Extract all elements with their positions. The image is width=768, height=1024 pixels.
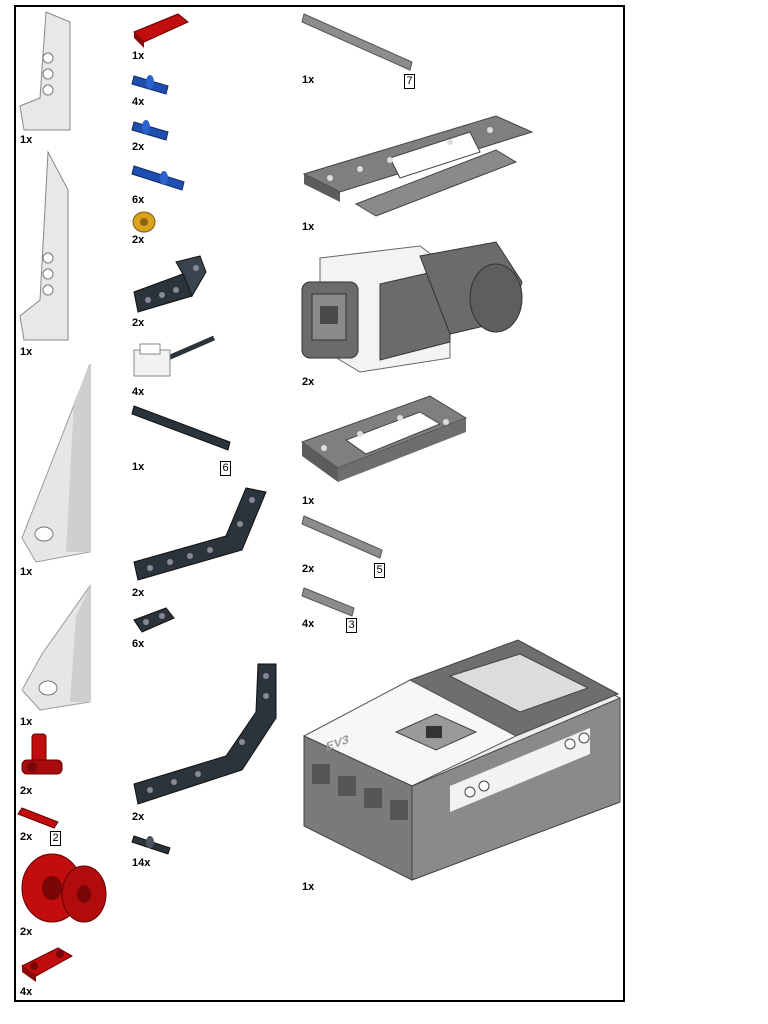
qty-label: 1x: [302, 221, 315, 233]
qty-label: 6x: [132, 194, 145, 206]
qty-label: 2x: [132, 234, 145, 246]
qty-label: 1x: [132, 50, 145, 62]
qty-label: 1x: [302, 495, 315, 507]
qty-label: 1x: [20, 134, 33, 146]
qty-label: 1x: [302, 881, 315, 893]
cross-block-icon: [21, 947, 74, 982]
pin-friction-dark-icon: [131, 835, 171, 855]
qty-label: 2x: [302, 563, 315, 575]
fairing-medium-icon: [21, 584, 91, 711]
qty-label: 1x: [302, 74, 315, 86]
qty-label: 4x: [302, 618, 315, 630]
qty-label: 4x: [20, 986, 33, 998]
frame-large-icon: [302, 115, 534, 217]
bush-yellow-icon: [132, 211, 156, 233]
qty-label: 2x: [20, 831, 33, 843]
qty-label: 4x: [132, 386, 145, 398]
pin-blue-long-icon: [131, 165, 185, 191]
panel-curved-tall-icon: [19, 150, 69, 341]
qty-label: 1x: [132, 461, 145, 473]
length-label: 2: [50, 831, 61, 846]
qty-label: 1x: [20, 716, 33, 728]
length-label: 5: [374, 563, 385, 578]
qty-label: 2x: [132, 811, 145, 823]
axle-pin-connector-icon: [21, 733, 63, 775]
beam-angle-dark-icon: [133, 255, 207, 313]
panel-curved-small-icon: [19, 11, 71, 131]
beam-2-dark-icon: [133, 607, 175, 633]
axle-6-icon: [131, 405, 231, 451]
ev3-brick-icon: [302, 639, 621, 881]
frame-5x7-icon: [300, 395, 468, 482]
pin-long-red-icon: [133, 13, 189, 48]
qty-label: 1x: [20, 346, 33, 358]
axle-3-icon: [301, 587, 355, 617]
qty-label: 2x: [20, 785, 33, 797]
qty-label: 2x: [302, 376, 315, 388]
pin-blue-short-icon: [131, 75, 169, 95]
beam-bent-dark-icon: [133, 487, 267, 581]
motor-large-icon: [301, 241, 523, 373]
qty-label: 1x: [20, 566, 33, 578]
length-label: 7: [404, 74, 415, 89]
qty-label: 4x: [132, 96, 145, 108]
beam-double-bent-dark-icon: [133, 663, 277, 805]
wedge-belt-wheel-icon: [21, 853, 107, 923]
pin-blue-axle-icon: [131, 120, 169, 141]
qty-label: 6x: [132, 638, 145, 650]
qty-label: 2x: [132, 317, 145, 329]
fairing-large-icon: [21, 363, 91, 563]
qty-label: 2x: [20, 926, 33, 938]
axle-7-icon: [301, 13, 413, 71]
axle-2-icon: [17, 807, 59, 829]
length-label: 3: [346, 618, 357, 633]
qty-label: 2x: [132, 141, 145, 153]
axle-5-icon: [301, 515, 383, 559]
qty-label: 2x: [132, 587, 145, 599]
cable-connector-icon: [133, 335, 215, 377]
length-label: 6: [220, 461, 231, 476]
qty-label: 14x: [132, 857, 151, 869]
